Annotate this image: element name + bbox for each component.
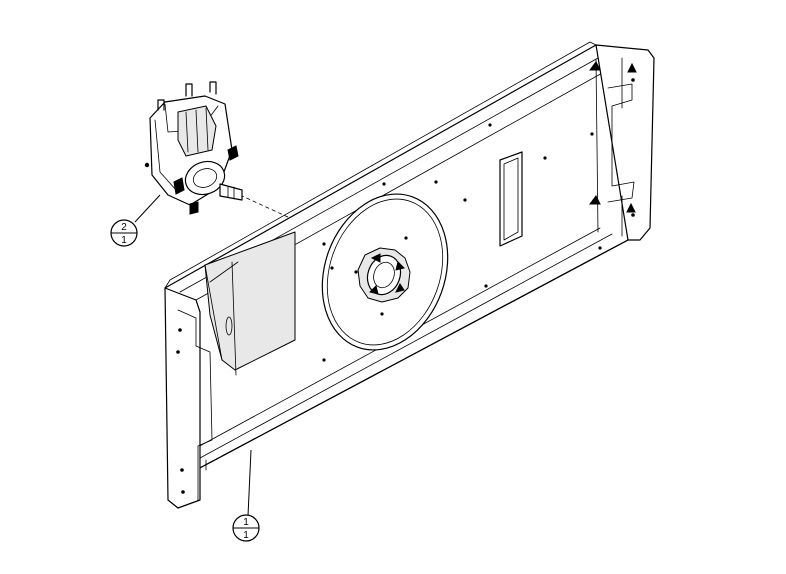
callout-motor: 2 1 (110, 194, 161, 247)
callout-panel: 1 1 (232, 449, 260, 542)
callout-motor-top: 2 (121, 222, 127, 233)
motor-assembly (144, 81, 291, 219)
callout-panel-bottom: 1 (243, 530, 249, 541)
callout-motor-bottom: 1 (121, 235, 127, 246)
callout-panel-top: 1 (243, 517, 249, 528)
panel-assembly (164, 41, 655, 509)
